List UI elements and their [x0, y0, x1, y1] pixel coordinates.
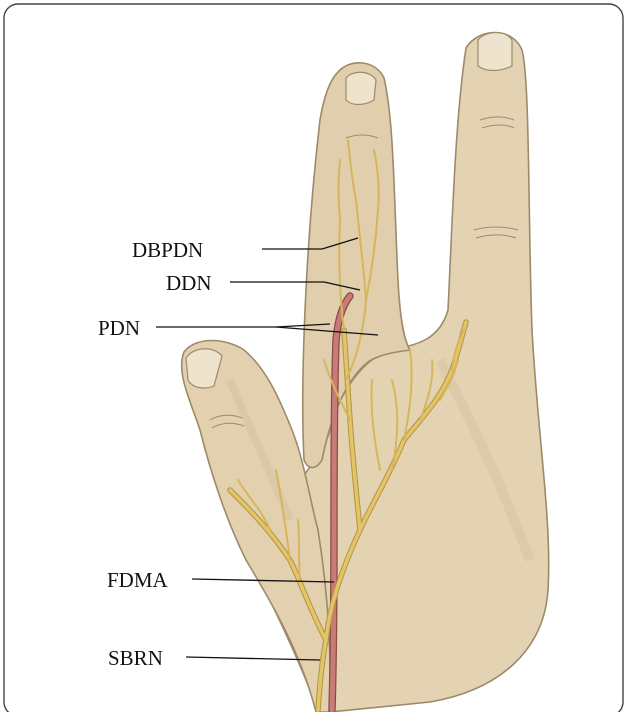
label-pdn: PDN: [98, 316, 140, 340]
label-sbrn: SBRN: [108, 646, 163, 670]
middle-fingernail: [478, 33, 512, 71]
hand-silhouette: [182, 33, 549, 712]
label-ddn: DDN: [166, 271, 212, 295]
index-fingernail: [346, 72, 376, 104]
label-dbpdn: DBPDN: [132, 238, 203, 262]
label-fdma: FDMA: [107, 568, 169, 592]
